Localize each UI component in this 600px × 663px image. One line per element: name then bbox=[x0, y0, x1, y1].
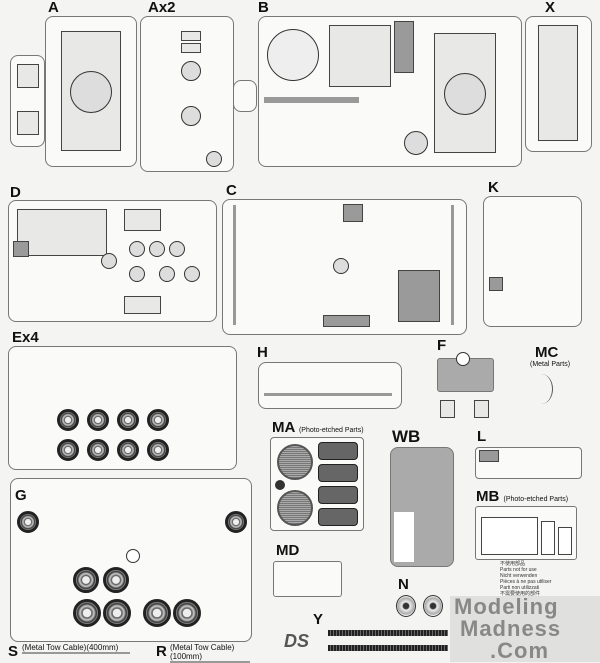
sprue-a bbox=[45, 16, 137, 167]
sprue-a-side bbox=[10, 55, 45, 147]
sprue-y-label: Y bbox=[313, 611, 324, 628]
cable-r-note: (Metal Tow Cable)(100mm) bbox=[170, 643, 250, 663]
legend-notes: 不使用部品 Parts not for use Nicht verwenden … bbox=[500, 561, 598, 597]
legend-note: 不需要使用的部件 bbox=[500, 591, 541, 597]
sprue-l bbox=[475, 447, 582, 479]
sprue-h bbox=[258, 362, 402, 409]
sprue-wb bbox=[390, 447, 454, 567]
cable-r-label: R bbox=[156, 643, 167, 660]
sprue-h-label: H bbox=[257, 344, 268, 361]
sprue-x-label: X bbox=[545, 0, 556, 16]
sprue-d-label: D bbox=[10, 184, 21, 201]
tow-cable-y bbox=[328, 630, 448, 636]
sprue-f-gate bbox=[456, 352, 470, 366]
metal-part-ring bbox=[530, 374, 553, 404]
sprue-f-part bbox=[440, 400, 455, 418]
sprue-mc-note: (Metal Parts) bbox=[530, 361, 571, 368]
sprue-n-label: N bbox=[398, 576, 409, 593]
sprue-ax2 bbox=[140, 16, 234, 172]
watermark-line3: .Com bbox=[490, 638, 549, 663]
legend-note: Pièces à ne pas utiliser bbox=[500, 579, 552, 585]
sprue-mb-note: (Photo-etched Parts) bbox=[503, 496, 569, 503]
sprue-k bbox=[483, 196, 582, 327]
metal-part-n bbox=[423, 595, 443, 617]
sprue-f-label: F bbox=[437, 337, 447, 354]
sprue-a-label: A bbox=[48, 0, 59, 16]
sprue-g-label: G bbox=[15, 487, 27, 504]
sprue-ax2-side bbox=[233, 80, 257, 112]
ds-logo: DS bbox=[284, 631, 310, 651]
sprue-ma-note: (Photo-etched Parts) bbox=[298, 427, 364, 434]
sprue-mb-label: MB (Photo-etched Parts) bbox=[476, 488, 569, 505]
sprue-b bbox=[258, 16, 522, 167]
sprue-b-label: B bbox=[258, 0, 269, 16]
legend-note: Parti non utilizzati bbox=[500, 585, 540, 591]
sprue-l-label: L bbox=[477, 428, 487, 445]
watermark-line1: Modeling bbox=[454, 594, 559, 619]
sprue-g bbox=[10, 478, 252, 642]
cable-s-note: (Metal Tow Cable)(400mm) bbox=[22, 643, 130, 654]
metal-part-n bbox=[396, 595, 416, 617]
sprue-x bbox=[525, 16, 592, 152]
sprue-ma-label: MA (Photo-etched Parts) bbox=[272, 419, 364, 436]
legend-note: Nicht verwenden bbox=[500, 573, 538, 579]
sprue-ex4 bbox=[8, 346, 237, 470]
sprue-md bbox=[273, 561, 342, 597]
sprue-wb-label: WB bbox=[392, 427, 421, 446]
sprue-f-part bbox=[474, 400, 489, 418]
sprue-mc-label: MC bbox=[535, 344, 559, 361]
sprue-ax2-label: Ax2 bbox=[148, 0, 176, 16]
sprue-md-label: MD bbox=[276, 542, 300, 559]
sprue-d bbox=[8, 200, 217, 322]
sprue-c bbox=[222, 199, 467, 335]
sprue-ex4-label: Ex4 bbox=[12, 329, 39, 346]
watermark-line2: Madness bbox=[460, 616, 562, 641]
sprue-c-label: C bbox=[226, 182, 237, 199]
sprue-ma bbox=[270, 437, 364, 531]
watermark: Modeling Madness .Com bbox=[450, 596, 600, 662]
legend-note: 不使用部品 bbox=[500, 561, 526, 567]
legend-note: Parts not for use bbox=[500, 567, 537, 573]
sprue-k-label: K bbox=[488, 179, 499, 196]
cable-s-label: S bbox=[8, 643, 19, 660]
sprue-mb bbox=[475, 506, 577, 560]
tow-cable-y bbox=[328, 645, 448, 651]
